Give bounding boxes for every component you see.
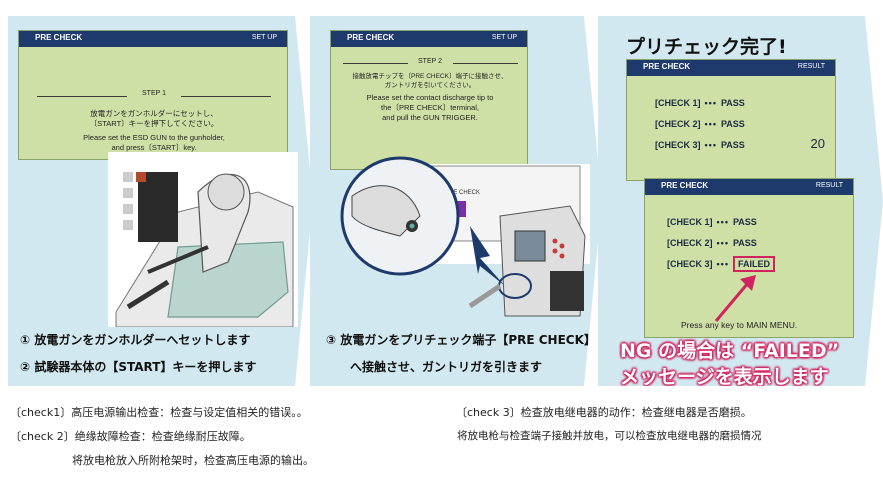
lcd-divider <box>343 63 408 64</box>
lcd-header-bar: PRE CHECK SET UP <box>19 31 287 47</box>
check-row: [CHECK 3]••• FAILED <box>667 259 775 269</box>
step1-caption-2: ② 試験器本体の【START】キーを押します <box>20 360 257 374</box>
check-status: PASS <box>720 98 745 108</box>
step-label: STEP 2 <box>418 58 442 65</box>
check-dots: ••• <box>716 259 729 269</box>
check-label: [CHECK 1] <box>667 217 713 227</box>
main-menu-hint: Press any key to MAIN MENU. <box>681 320 798 330</box>
check-label: [CHECK 3] <box>667 259 713 269</box>
pre-check-terminal-illustration: PRE CHECK <box>330 146 590 321</box>
result-title: プリチェック完了! <box>626 36 787 58</box>
lcd-header-title: PRE CHECK <box>35 33 83 42</box>
lcd-jp-line2: ガントリガを引いてください。 <box>384 82 476 89</box>
step2-panel: PRE CHECK SET UP STEP 2 接触放電チップを〔PRE CHE… <box>310 16 602 386</box>
lcd-divider <box>181 96 271 97</box>
note-check2: 〔check 2〕绝缘故障检查：检查绝缘耐压故障。 <box>10 430 251 443</box>
failed-pointer-arrow <box>708 271 768 326</box>
note-check1: 〔check1〕高压电源输出检查：检查与设定值相关的错误。。 <box>10 406 308 419</box>
check-dots: ••• <box>704 98 717 108</box>
lcd-header-bar: PRE CHECK RESULT <box>627 60 835 76</box>
check-dots: ••• <box>716 217 729 227</box>
step2-caption-1: ③ 放電ガンをプリチェック端子【PRE CHECK】 <box>326 333 596 347</box>
lcd-divider <box>453 63 518 64</box>
step-label: STEP 1 <box>142 90 166 97</box>
gun-holder-illustration <box>108 152 298 327</box>
check-dots: ••• <box>704 119 717 129</box>
result-panel: プリチェック完了! PRE CHECK RESULT [CHECK 1]•••P… <box>598 16 883 386</box>
note-check3: 〔check 3〕检查放电继电器的动作：检查继电器是否磨损。 <box>456 406 752 419</box>
check-status: PASS <box>732 217 757 227</box>
check-status: PASS <box>720 140 745 150</box>
check-row: [CHECK 2]•••PASS <box>667 238 757 248</box>
lcd-en-line1: Please set the contact discharge tip to <box>366 93 494 102</box>
check-dots: ••• <box>716 238 729 248</box>
lcd-header-mode: SET UP <box>491 34 517 41</box>
lcd-en-line1: Please set the ESD GUN to the gunholder, <box>83 133 225 142</box>
ng-message-line2: メッセージを表示します <box>620 366 829 388</box>
step1-caption-1: ① 放電ガンをガンホルダーへセットします <box>20 333 251 347</box>
step2-lcd-screen: PRE CHECK SET UP STEP 2 接触放電チップを〔PRE CHE… <box>330 30 528 170</box>
lcd-jp-line2: 〔START〕キーを押下してください。 <box>89 119 219 128</box>
check-status-failed: FAILED <box>733 256 775 272</box>
check-dots: ••• <box>704 140 717 150</box>
note-check3-detail: 将放电枪与检查端子接触并放电，可以检查放电继电器的磨损情况 <box>457 430 762 442</box>
check-row: [CHECK 1]•••PASS <box>667 217 757 227</box>
pass-result-screen: PRE CHECK RESULT [CHECK 1]•••PASS [CHECK… <box>626 59 836 181</box>
lcd-header-bar: PRE CHECK SET UP <box>331 31 527 47</box>
lcd-en-line3: and pull the GUN TRIGGER. <box>382 113 478 122</box>
lcd-en-line2: and press〔START〕key. <box>111 143 197 152</box>
check-label: [CHECK 2] <box>655 119 701 129</box>
lcd-header-title: PRE CHECK <box>661 181 709 190</box>
check-label: [CHECK 1] <box>655 98 701 108</box>
device-pre-check-label: PRE CHECK <box>445 190 480 196</box>
fail-result-screen: PRE CHECK RESULT [CHECK 1]•••PASS [CHECK… <box>644 178 854 338</box>
check-label: [CHECK 2] <box>667 238 713 248</box>
check-status: PASS <box>732 238 757 248</box>
lcd-header-mode: RESULT <box>815 182 843 189</box>
lcd-en-line2: the〔PRE CHECK〕terminal, <box>381 103 479 112</box>
ng-message-line1: NG の場合は “FAILED” <box>620 340 840 362</box>
check-label: [CHECK 3] <box>655 140 701 150</box>
step1-panel: PRE CHECK SET UP STEP 1 放電ガンをガンホルダーにセットし… <box>8 16 313 386</box>
lcd-jp-line1: 接触放電チップを〔PRE CHECK〕端子に接触させ、 <box>352 73 508 80</box>
lcd-header-mode: RESULT <box>797 63 825 70</box>
check-row: [CHECK 2]•••PASS <box>655 119 745 129</box>
lcd-header-bar: PRE CHECK RESULT <box>645 179 853 195</box>
note-check2-detail: 将放电枪放入所附枪架时，检查高压电源的输出。 <box>72 454 314 467</box>
step1-lcd-screen: PRE CHECK SET UP STEP 1 放電ガンをガンホルダーにセットし… <box>18 30 288 160</box>
lcd-jp-line1: 放電ガンをガンホルダーにセットし、 <box>90 109 218 118</box>
check-counter: 20 <box>810 136 825 151</box>
lcd-divider <box>37 96 127 97</box>
step2-caption-2: へ接触させ、ガントリガを引きます <box>350 360 543 374</box>
lcd-header-title: PRE CHECK <box>643 62 691 71</box>
lcd-header-title: PRE CHECK <box>347 33 395 42</box>
lcd-header-mode: SET UP <box>251 34 277 41</box>
check-row: [CHECK 1]•••PASS <box>655 98 745 108</box>
check-status: PASS <box>720 119 745 129</box>
check-row: [CHECK 3]•••PASS <box>655 140 745 150</box>
